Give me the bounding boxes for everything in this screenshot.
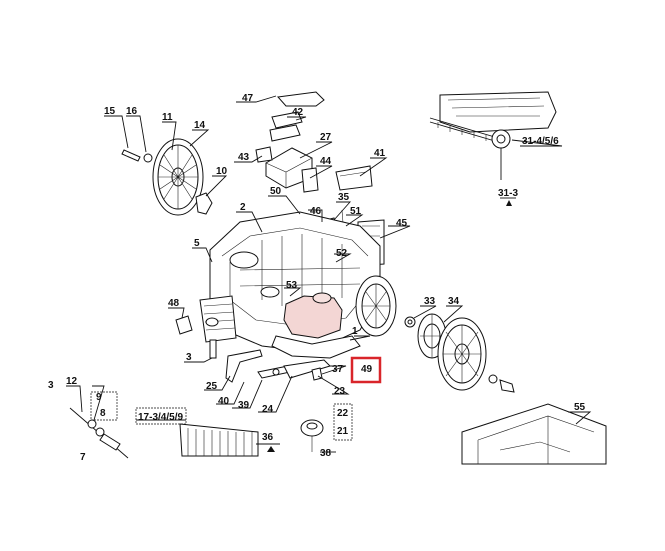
callout-14: 14 [194, 120, 206, 131]
callout-52: 52 [336, 248, 348, 259]
callout-44: 44 [320, 156, 332, 167]
callout-5: 5 [194, 238, 200, 249]
callout-41: 41 [374, 148, 386, 159]
axle-bolt-left [121, 149, 153, 163]
callout-15: 15 [104, 106, 116, 117]
callout-50: 50 [270, 186, 282, 197]
tank-fill [283, 295, 343, 339]
callout-2: 2 [240, 202, 246, 213]
left-wheel [152, 138, 204, 216]
callout-22: 22 [337, 408, 349, 419]
callout-1: 1 [352, 326, 358, 337]
callout-7: 7 [80, 452, 86, 463]
callout-42: 42 [292, 107, 304, 118]
callout-31-3: 31-3 [498, 188, 518, 199]
callout-11: 11 [162, 112, 173, 123]
leader-lines [66, 95, 592, 453]
callout-27: 27 [320, 132, 332, 143]
right-wheel [404, 313, 515, 393]
callout-box-17 [135, 407, 187, 425]
callout-labels: 47 42 27 43 44 41 15 16 11 14 10 50 46 3… [66, 93, 586, 463]
callout-21: 21 [337, 426, 349, 437]
callout-12: 12 [66, 376, 78, 387]
callout-53: 53 [286, 280, 298, 291]
callout-39: 39 [238, 400, 250, 411]
callout-16: 16 [126, 106, 138, 117]
callout-51: 51 [350, 206, 362, 217]
callout-8: 8 [100, 408, 106, 419]
callout-17-3-4-5-9: 17-3/4/5/9 [138, 412, 183, 423]
arrow-marker [267, 446, 275, 452]
callout-38: 38 [320, 448, 332, 459]
arrow-marker [506, 200, 512, 206]
tinted-tank [283, 292, 343, 339]
callout-49: 49 [361, 364, 373, 375]
callout-24: 24 [262, 404, 274, 415]
callout-55: 55 [574, 402, 586, 413]
callout-3-left: 3 [48, 380, 54, 391]
lower-left-parts [69, 315, 331, 459]
bottom-cover [271, 335, 361, 359]
callout-25: 25 [206, 381, 218, 392]
highlight-box-49 [350, 356, 382, 384]
handle-assembly [429, 91, 557, 180]
callout-43: 43 [238, 152, 250, 163]
housing-gear [355, 275, 397, 337]
base-box [461, 403, 607, 465]
callout-40: 40 [218, 396, 230, 407]
bracket-10 [195, 192, 213, 215]
callout-36: 36 [262, 432, 274, 443]
callout-48: 48 [168, 298, 180, 309]
callout-35: 35 [338, 192, 350, 203]
callout-33: 33 [424, 296, 436, 307]
callout-47: 47 [242, 93, 254, 104]
callout-31-4-5-6: 31-4/5/6 [522, 136, 559, 147]
callout-9: 9 [96, 392, 102, 403]
callout-box-9-8 [90, 391, 118, 421]
callout-10: 10 [216, 166, 228, 177]
callout-box-22-21 [333, 403, 353, 441]
callout-23: 23 [334, 386, 346, 397]
callout-46: 46 [310, 206, 322, 217]
callout-45: 45 [396, 218, 408, 229]
callout-34: 34 [448, 296, 460, 307]
callout-37: 37 [332, 364, 344, 375]
callout-3: 3 [186, 352, 192, 363]
